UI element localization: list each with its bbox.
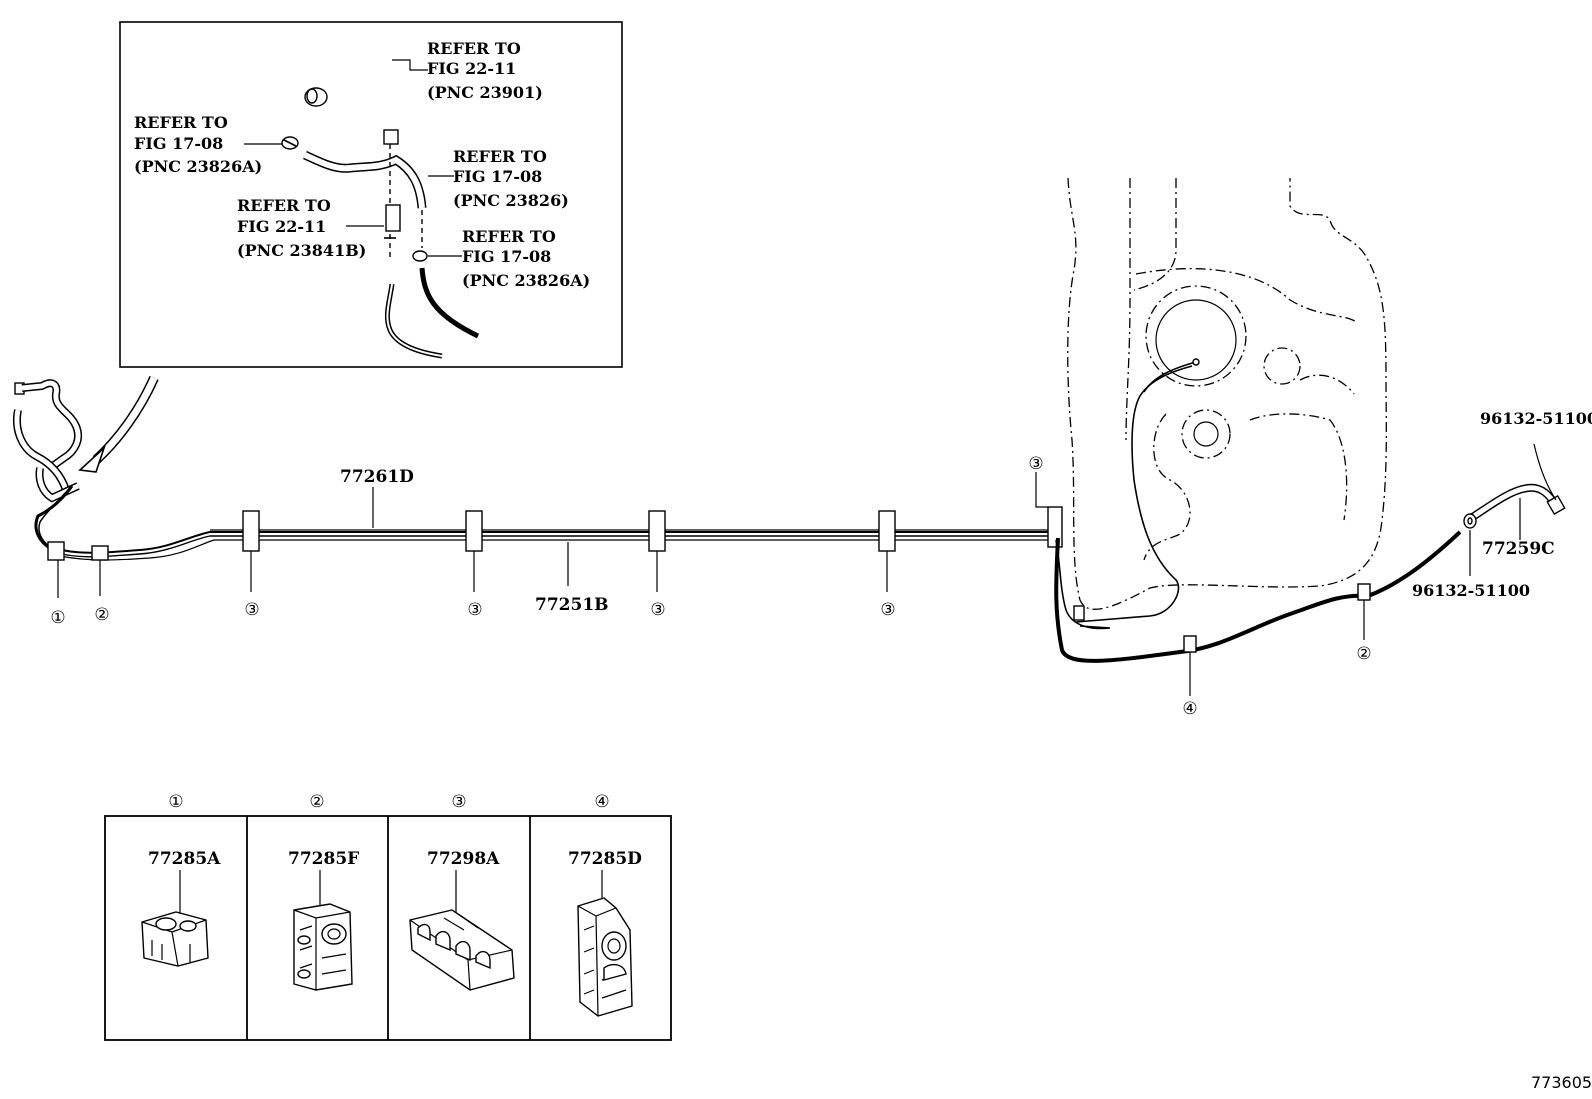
part-label-clamp: 96132-51100: [1412, 581, 1530, 600]
ref-label: FIG 17-08: [462, 247, 551, 266]
ref-label: (PNC 23841B): [237, 241, 366, 260]
clip-legend-table: ① ② ③ ④ 77285A 77285F 77298A 77285D: [104, 792, 672, 1041]
ref-label: FIG 22-11: [237, 217, 326, 236]
callout-number: ①: [50, 608, 65, 628]
ref-label: (PNC 23901): [427, 83, 543, 102]
ref-label: FIG 17-08: [453, 167, 542, 186]
clip-2: [1357, 583, 1371, 601]
clip-3: [465, 510, 483, 552]
part-label-tube: 77251B: [535, 595, 609, 615]
ref-label: (PNC 23826): [453, 191, 569, 210]
right-fuel-lines: [1054, 530, 1462, 663]
legend-number: ③: [451, 792, 466, 812]
ref-label: (PNC 23826A): [462, 271, 590, 290]
fuel-hose: [1463, 443, 1566, 576]
callout-number: ②: [1356, 644, 1371, 664]
clip-77298a-icon: [409, 870, 515, 991]
clip-3: [878, 510, 896, 552]
callout-number: ②: [94, 605, 109, 625]
sheet-number: 773605: [1531, 1073, 1592, 1092]
inset-detail: REFER TO FIG 22-11 (PNC 23901) REFER TO …: [119, 21, 623, 368]
callout-number: ③: [650, 600, 665, 620]
legend-part-number: 77285D: [568, 849, 642, 869]
clip-3: [1047, 506, 1063, 548]
legend-number: ②: [309, 792, 324, 812]
callout-number: ④: [1182, 699, 1197, 719]
clip-3: [242, 510, 260, 552]
filler-end-tubes: [13, 379, 83, 553]
legend-number: ①: [168, 792, 183, 812]
ref-label: REFER TO: [453, 147, 547, 166]
part-label-clamp: 96132-51100: [1480, 409, 1592, 428]
callout-number: ③: [1028, 454, 1043, 474]
pointer-arrow-icon: [78, 375, 159, 473]
fuel-tank-outline: [1067, 177, 1387, 623]
ref-label: FIG 22-11: [427, 59, 516, 78]
ref-label: REFER TO: [462, 227, 556, 246]
ref-label: REFER TO: [237, 196, 331, 215]
legend-number: ④: [594, 792, 609, 812]
callout-number: ③: [244, 600, 259, 620]
legend-part-number: 77298A: [427, 849, 500, 869]
clip-77285a-icon: [141, 870, 209, 967]
clip-77285f-icon: [293, 870, 353, 991]
clip-2: [91, 545, 109, 561]
callout-number: ③: [880, 600, 895, 620]
part-label-hose: 77259C: [1482, 539, 1555, 559]
clip-4: [1183, 635, 1197, 653]
legend-part-number: 77285A: [148, 849, 221, 869]
legend-part-number: 77285F: [288, 849, 359, 869]
callout-number: ③: [467, 600, 482, 620]
ref-label: (PNC 23826A): [134, 157, 262, 176]
ref-label: REFER TO: [134, 113, 228, 132]
part-label-tube: 77261D: [340, 467, 414, 487]
main-fuel-lines: [53, 529, 1052, 561]
callout-leaders: [57, 472, 1048, 598]
ref-label: REFER TO: [427, 39, 521, 58]
ref-label: FIG 17-08: [134, 134, 223, 153]
clip-1: [47, 541, 65, 561]
clip-77285d-icon: [577, 870, 633, 1017]
clip-3: [648, 510, 666, 552]
